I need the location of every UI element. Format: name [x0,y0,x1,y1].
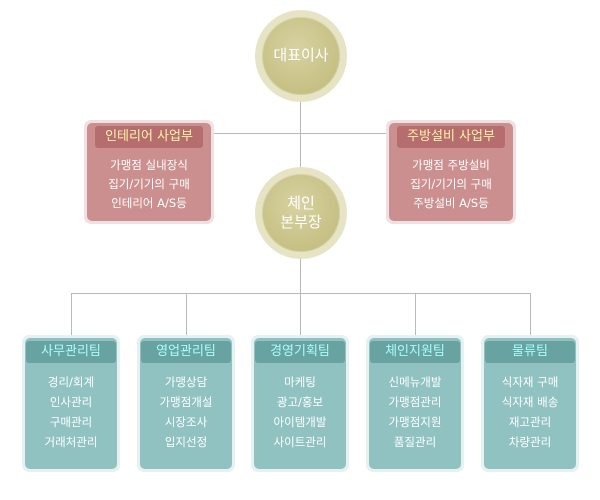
team-sales-management: 영업관리팀 가맹상담 가맹점개설 시장조사 입지선정 [137,335,235,472]
connector-team-1 [71,293,72,335]
team-item: 마케팅 [284,375,316,389]
team-item: 식자재 배송 [501,395,559,409]
division-interior-item: 집기/기기의 구매 [108,177,190,191]
team-item: 재고관리 [508,415,552,429]
team-item: 식자재 구매 [501,375,559,389]
team-item: 아이템개발 [273,415,327,429]
connector-team-3 [300,293,301,335]
chain-head-label-line2: 본부장 [280,212,322,231]
ceo-node: 대표이사 [255,10,347,102]
team-logistics: 물류팀 식자재 구매 식자재 배송 재고관리 차량관리 [481,335,579,472]
team-title: 영업관리팀 [141,341,231,363]
team-item: 차량관리 [508,435,552,449]
team-business-planning: 경영기획팀 마케팅 광고/홍보 아이템개발 사이트관리 [251,335,349,472]
connector-team-2 [186,293,187,335]
connector-teams-horizontal [71,293,531,294]
connector-divisions-horizontal [210,133,390,134]
team-office-management: 사무관리팀 경리/회계 인사관리 구매관리 거래처관리 [22,335,120,472]
team-item: 신메뉴개발 [388,375,442,389]
team-title: 사무관리팀 [26,341,116,363]
team-item: 구매관리 [49,415,93,429]
team-item: 인사관리 [49,395,93,409]
team-title: 경영기획팀 [255,341,345,363]
connector-team-4 [415,293,416,335]
chain-head-label-line1: 체인 [287,193,315,212]
connector-chain-head-down [300,254,301,293]
team-item: 품질관리 [393,435,437,449]
team-item: 입지선정 [164,435,208,449]
connector-ceo-to-chain-head [300,90,301,175]
team-item: 광고/홍보 [276,395,324,409]
division-kitchen: 주방설비 사업부 가맹점 주방설비 집기/기기의 구매 주방설비 A/S등 [386,120,516,224]
team-item: 가맹점개설 [159,395,213,409]
division-kitchen-title: 주방설비 사업부 [397,126,505,148]
division-kitchen-item: 집기/기기의 구매 [410,177,492,191]
team-item: 가맹점지원 [388,415,442,429]
division-interior-item: 인테리어 A/S등 [111,196,187,210]
chain-head-node: 체인 본부장 [255,167,347,259]
team-item: 가맹상담 [164,375,208,389]
division-kitchen-item: 가맹점 주방설비 [412,158,490,172]
division-kitchen-item: 주방설비 A/S등 [413,196,489,210]
team-item: 사이트관리 [273,435,327,449]
team-title: 체인지원팀 [370,341,460,363]
team-item: 거래처관리 [44,435,98,449]
team-chain-support: 체인지원팀 신메뉴개발 가맹점관리 가맹점지원 품질관리 [366,335,464,472]
team-item: 시장조사 [164,415,208,429]
team-item: 가맹점관리 [388,395,442,409]
team-title: 물류팀 [485,341,575,363]
division-interior-item: 가맹점 실내장식 [110,158,188,172]
team-item: 경리/회계 [47,375,95,389]
ceo-label: 대표이사 [273,46,329,65]
division-interior: 인테리어 사업부 가맹점 실내장식 집기/기기의 구매 인테리어 A/S등 [84,120,214,224]
division-interior-title: 인테리어 사업부 [95,126,203,148]
connector-team-5 [530,293,531,335]
